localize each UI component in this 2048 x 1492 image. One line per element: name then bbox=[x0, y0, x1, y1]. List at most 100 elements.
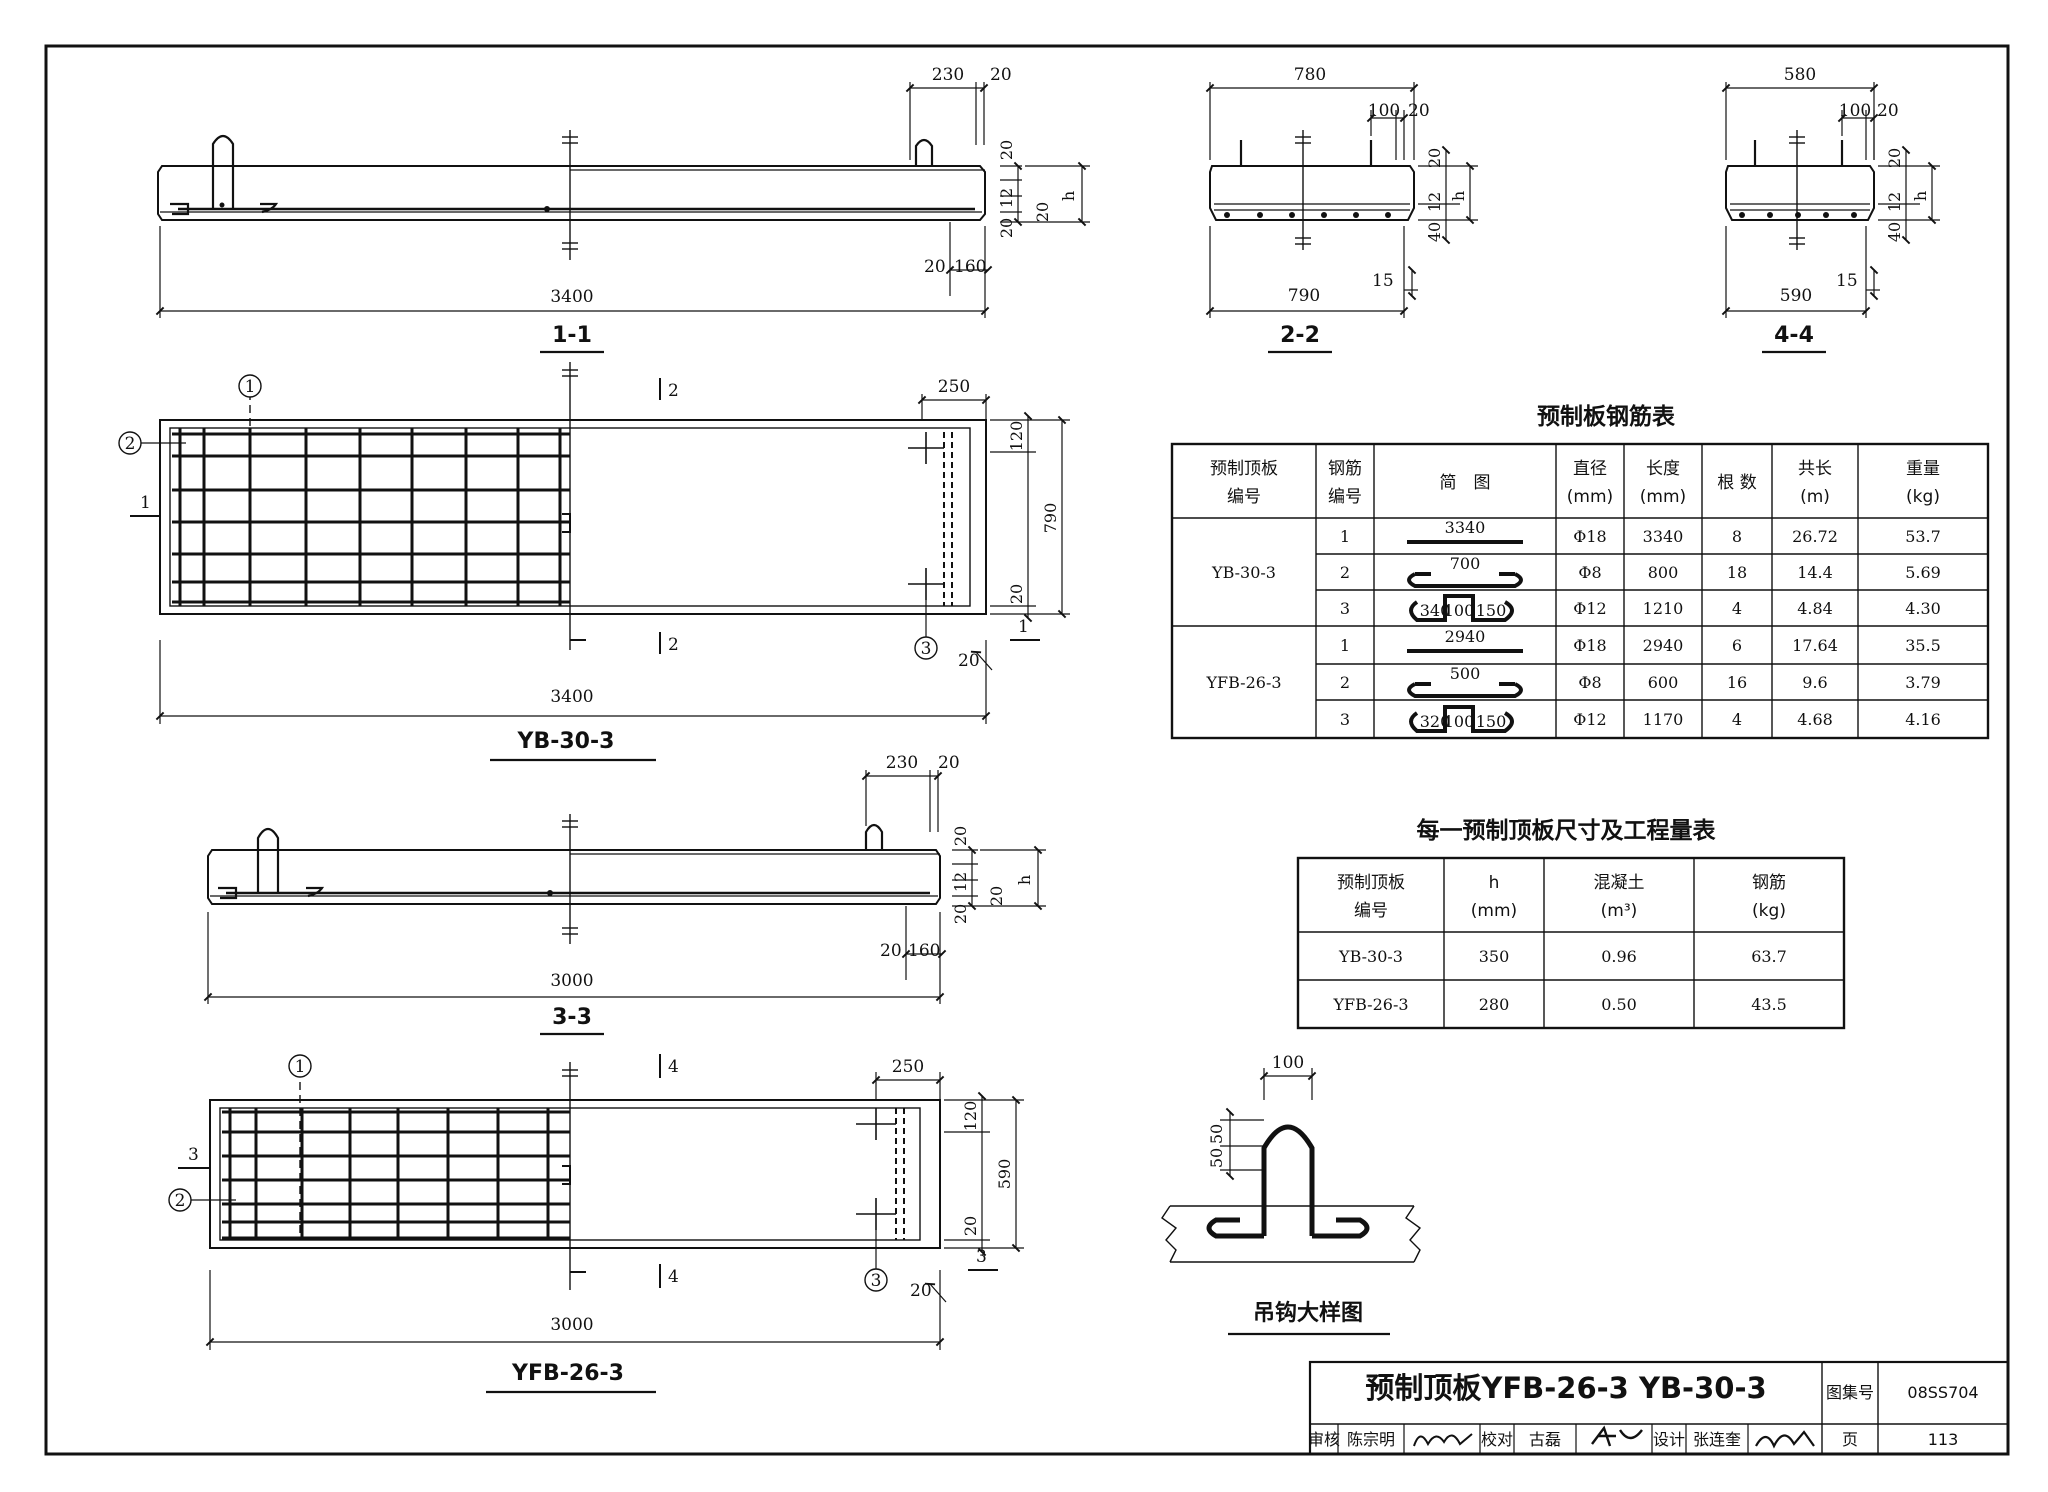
rebar-no: 3 bbox=[1340, 599, 1350, 618]
quantity-cell: 0.96 bbox=[1601, 947, 1637, 966]
rebar-table-header-line: 预制顶板 bbox=[1210, 459, 1278, 479]
dim-120: 120 bbox=[961, 1101, 980, 1132]
rebar-sketch-label: 150 bbox=[1476, 601, 1507, 620]
rebar-total: 4.84 bbox=[1797, 599, 1833, 618]
rebar-table-header-line: 编号 bbox=[1328, 487, 1362, 507]
rebar-count: 16 bbox=[1727, 673, 1747, 692]
caption-2-2: 2-2 bbox=[1280, 323, 1320, 348]
caption-1-1: 1-1 bbox=[552, 323, 592, 348]
dim-12: 12 bbox=[1885, 192, 1904, 212]
rebar-table-header-line: (mm) bbox=[1567, 487, 1613, 507]
dim-20: 20 bbox=[961, 1216, 980, 1236]
section-mark-2b: 2 bbox=[668, 635, 679, 655]
dim-length: 3000 bbox=[550, 1315, 593, 1335]
rebar-diameter: Φ18 bbox=[1573, 527, 1606, 546]
review-label: 审核 bbox=[1308, 1430, 1340, 1449]
caption-3-3: 3-3 bbox=[552, 1005, 592, 1030]
page-number: 113 bbox=[1928, 1430, 1959, 1449]
rebar-weight: 3.79 bbox=[1905, 673, 1941, 692]
section-1-1: 3400 230 20 20 12 20 20 h 20 160 1-1 bbox=[155, 65, 1090, 354]
designer-name: 张连奎 bbox=[1693, 1430, 1741, 1449]
plan-yb-30-3: 1 2 3 1 1 2 2 250 120 790 20 20 3400 YB-… bbox=[118, 362, 1070, 762]
rebar-no: 2 bbox=[1340, 563, 1350, 582]
dim-20-base: 20 bbox=[880, 941, 902, 961]
rebar-weight: 5.69 bbox=[1905, 563, 1941, 582]
rebar-table-header-line: 共长 bbox=[1798, 459, 1832, 479]
title-block: 预制顶板YFB-26-3 YB-30-3 图集号 08SS704 审核 陈宗明 … bbox=[1308, 1360, 2010, 1456]
dim-50-b: 50 bbox=[1207, 1148, 1226, 1168]
quantity-cell: YB-30-3 bbox=[1338, 947, 1403, 966]
quantity-table-header-line: (m³) bbox=[1601, 901, 1638, 921]
dim-15: 15 bbox=[1372, 271, 1394, 291]
rebar-length: 600 bbox=[1648, 673, 1679, 692]
quantity-table-header-line: 钢筋 bbox=[1752, 873, 1786, 893]
dim-50-a: 50 bbox=[1207, 1124, 1226, 1144]
rebar-no: 1 bbox=[1340, 527, 1350, 546]
rebar-sketch-tie bbox=[1407, 572, 1523, 588]
dim-20-corner: 20 bbox=[958, 651, 980, 671]
dim-20: 20 bbox=[1877, 101, 1899, 121]
rebar-length: 3340 bbox=[1643, 527, 1684, 546]
quantity-table-header-line: 预制顶板 bbox=[1337, 873, 1405, 893]
dim-40: 40 bbox=[1885, 222, 1904, 242]
dim-12: 12 bbox=[997, 188, 1016, 208]
rebar-weight: 4.16 bbox=[1905, 710, 1941, 729]
rebar-length: 1210 bbox=[1643, 599, 1684, 618]
dim-h: h bbox=[1911, 191, 1930, 201]
caption-yfb-26-3: YFB-26-3 bbox=[511, 1361, 624, 1386]
section-3-3: 3000 230 20 20 12 20 20 h 20 160 3-3 bbox=[203, 753, 1046, 1036]
rebar-sketch-label: 320 bbox=[1420, 712, 1451, 731]
quantity-cell: 43.5 bbox=[1751, 995, 1787, 1014]
dim-h: h bbox=[1015, 875, 1034, 885]
quantity-table-header-line: 编号 bbox=[1354, 901, 1388, 921]
dim-790: 790 bbox=[1288, 286, 1320, 306]
rebar-total: 26.72 bbox=[1792, 527, 1838, 546]
dim-40: 40 bbox=[1425, 222, 1444, 242]
callout-1: 1 bbox=[295, 1057, 306, 1077]
rebar-group-code: YB-30-3 bbox=[1211, 563, 1276, 582]
rebar-diameter: Φ8 bbox=[1578, 563, 1601, 582]
dim-20-r: 20 bbox=[1885, 148, 1904, 168]
rebar-weight: 35.5 bbox=[1905, 636, 1941, 655]
dim-20: 20 bbox=[1007, 584, 1026, 604]
dim-590: 590 bbox=[995, 1159, 1014, 1190]
checker-signature bbox=[1591, 1425, 1643, 1447]
rebar-table-header-line: 长度 bbox=[1646, 459, 1680, 479]
section-mark-2: 2 bbox=[668, 381, 679, 401]
rebar-sketch-label: 2940 bbox=[1445, 627, 1486, 646]
rebar-count: 18 bbox=[1727, 563, 1747, 582]
dim-20: 20 bbox=[1408, 101, 1430, 121]
rebar-sketch-tie bbox=[1407, 682, 1523, 698]
quantity-table-header-line: h bbox=[1489, 873, 1500, 893]
dim-20-bot: 20 bbox=[997, 218, 1016, 238]
dim-20-corner: 20 bbox=[910, 1281, 932, 1301]
rebar-sketch-label: 500 bbox=[1450, 664, 1481, 683]
dim-15: 15 bbox=[1836, 271, 1858, 291]
rebar-table-header-line: 重量 bbox=[1906, 459, 1940, 479]
section-4-4: 580 100 20 20 12 40 h 590 15 4-4 bbox=[1721, 65, 1940, 354]
dim-120: 120 bbox=[1007, 421, 1026, 452]
dim-230: 230 bbox=[886, 753, 918, 773]
quantity-cell: YFB-26-3 bbox=[1332, 995, 1408, 1014]
rebar-table-header-line: (m) bbox=[1800, 487, 1830, 507]
dim-20-top: 20 bbox=[997, 140, 1016, 160]
outer-frame bbox=[44, 44, 2010, 1456]
quantity-cell: 63.7 bbox=[1751, 947, 1787, 966]
rebar-table-header-line: 编号 bbox=[1227, 487, 1261, 507]
rebar-sketch-label: 3340 bbox=[1445, 518, 1486, 537]
section-mark-1b: 1 bbox=[1018, 617, 1029, 637]
design-label: 设计 bbox=[1653, 1430, 1685, 1449]
rebar-count: 6 bbox=[1732, 636, 1742, 655]
dim-20: 20 bbox=[990, 65, 1012, 85]
rebar-no: 3 bbox=[1340, 710, 1350, 729]
dim-250: 250 bbox=[892, 1057, 924, 1077]
dim-20-bot: 20 bbox=[951, 904, 970, 924]
dim-length: 3400 bbox=[550, 287, 593, 307]
dim-780: 780 bbox=[1294, 65, 1326, 85]
atlas-label: 图集号 bbox=[1826, 1383, 1874, 1402]
dim-h: h bbox=[1059, 191, 1078, 201]
checker-name: 古磊 bbox=[1529, 1430, 1561, 1449]
caption-yb-30-3: YB-30-3 bbox=[517, 729, 615, 754]
hook-detail: 100 50 50 吊钩大样图 bbox=[1161, 1053, 1422, 1336]
